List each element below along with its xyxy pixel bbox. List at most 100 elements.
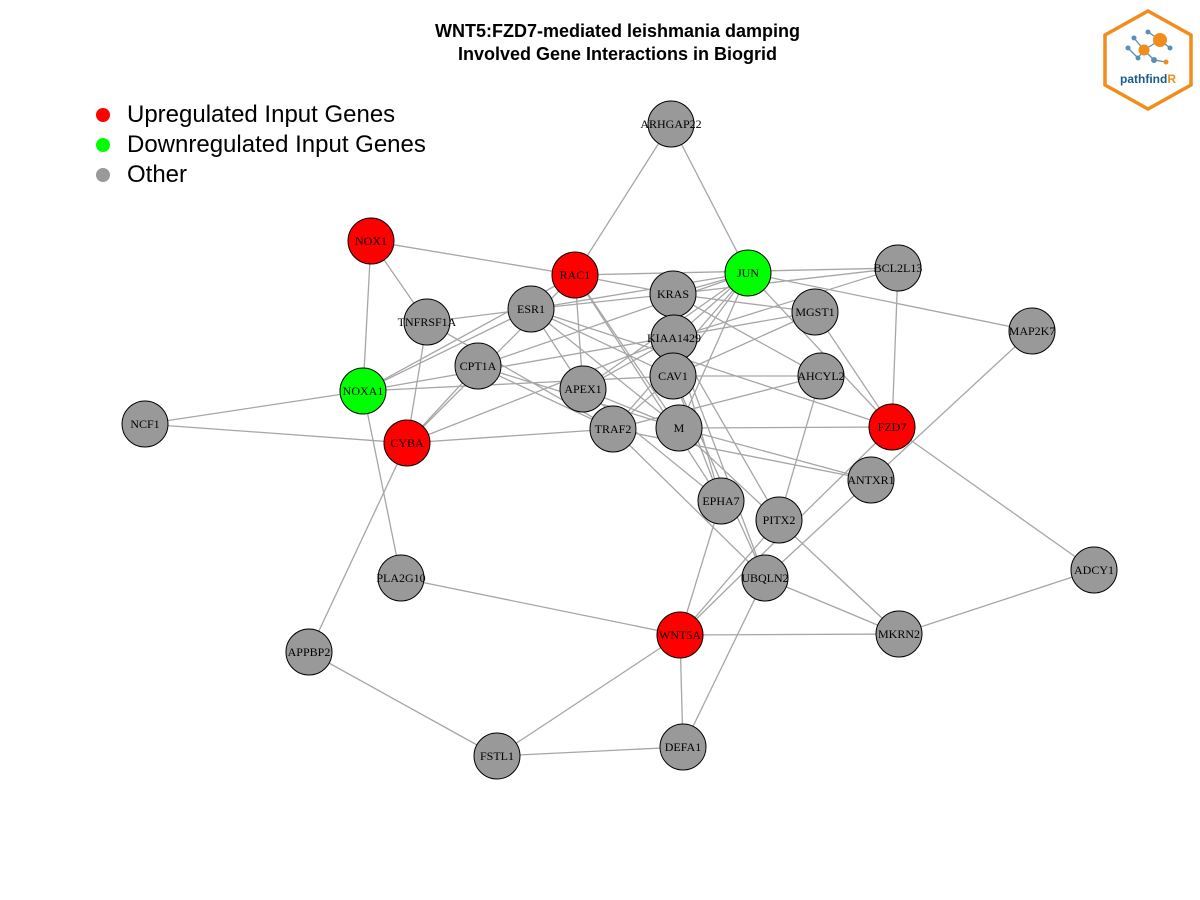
edge-traf2-cyba <box>406 428 614 444</box>
legend-dot-red <box>96 108 110 122</box>
node-label: BCL2L13 <box>874 261 923 275</box>
node-nox1[interactable]: NOX1 <box>347 217 395 265</box>
node-arhgap22[interactable]: ARHGAP22 <box>640 100 702 148</box>
node-pitx2[interactable]: PITX2 <box>755 496 803 544</box>
node-ncf1[interactable]: NCF1 <box>121 400 169 448</box>
legend-label: Downregulated Input Genes <box>127 131 426 158</box>
node-circle <box>741 554 789 602</box>
edge-arhgap22-jun <box>670 123 749 274</box>
edge-kras-mgst1 <box>672 293 816 313</box>
node-label: ANTXR1 <box>847 473 894 487</box>
node-m[interactable]: M <box>655 404 703 452</box>
node-mgst1[interactable]: MGST1 <box>791 288 839 336</box>
node-apex1[interactable]: APEX1 <box>559 365 607 413</box>
edge-esr1-m <box>530 308 680 429</box>
edge-mgst1-noxa1 <box>362 311 816 392</box>
node-label: KRAS <box>657 287 689 301</box>
edge-wnt5a-fstl1 <box>496 634 681 757</box>
node-ahcyl2[interactable]: AHCYL2 <box>797 352 845 400</box>
node-label: RAC1 <box>560 268 591 282</box>
node-label: AHCYL2 <box>797 369 844 383</box>
edge-rac1-m <box>574 274 680 429</box>
edge-m-antxr1 <box>678 427 872 481</box>
node-pla2g10[interactable]: PLA2G10 <box>376 554 426 602</box>
node-circle <box>1070 546 1118 594</box>
node-map2k7[interactable]: MAP2K7 <box>1008 307 1056 355</box>
node-circle <box>755 496 803 544</box>
node-wnt5a[interactable]: WNT5A <box>656 611 704 659</box>
node-kras[interactable]: KRAS <box>649 270 697 318</box>
node-circle <box>507 285 555 333</box>
node-label: WNT5A <box>659 628 701 642</box>
legend-dot-green <box>96 138 110 152</box>
node-epha7[interactable]: EPHA7 <box>697 477 745 525</box>
node-cpt1a[interactable]: CPT1A <box>454 342 502 390</box>
logo-network-nodes <box>1125 29 1173 65</box>
node-label: DEFA1 <box>665 740 701 754</box>
node-circle <box>724 249 772 297</box>
node-circle <box>655 404 703 452</box>
node-circle <box>697 477 745 525</box>
edge-traf2-antxr1 <box>612 428 872 481</box>
node-circle <box>285 628 333 676</box>
node-circle <box>1008 307 1056 355</box>
edge-esr1-noxa1 <box>362 308 532 392</box>
node-circle <box>347 217 395 265</box>
edge-bcl2l13-kras <box>672 267 899 295</box>
node-circle <box>875 610 923 658</box>
edge-mgst1-cav1 <box>672 311 816 377</box>
legend-item-upregulated: Upregulated Input Genes <box>96 100 426 130</box>
edge-kras-ahcyl2 <box>672 293 822 377</box>
node-label: CAV1 <box>658 369 688 383</box>
node-esr1[interactable]: ESR1 <box>507 285 555 333</box>
node-label: ADCY1 <box>1074 563 1114 577</box>
node-circle <box>473 732 521 780</box>
node-label: UBQLN2 <box>741 571 788 585</box>
legend: Upregulated Input Genes Downregulated In… <box>96 100 426 190</box>
node-cyba[interactable]: CYBA <box>383 419 431 467</box>
edge-bcl2l13-kiaa1429 <box>673 267 899 339</box>
node-label: FZD7 <box>878 420 907 434</box>
node-appbp2[interactable]: APPBP2 <box>285 628 333 676</box>
node-label: APPBP2 <box>288 645 331 659</box>
node-circle <box>659 723 707 771</box>
node-fzd7[interactable]: FZD7 <box>868 403 916 451</box>
node-tnfrsf1a[interactable]: TNFRSF1A <box>398 298 457 346</box>
node-noxa1[interactable]: NOXA1 <box>339 367 387 415</box>
edge-kiaa1429-cyba <box>406 337 675 444</box>
node-cav1[interactable]: CAV1 <box>649 352 697 400</box>
node-circle <box>383 419 431 467</box>
node-label: APEX1 <box>564 382 601 396</box>
node-circle <box>339 367 387 415</box>
edge-jun-m <box>678 272 749 429</box>
node-bcl2l13[interactable]: BCL2L13 <box>874 244 923 292</box>
edge-ubqln2-mkrn2 <box>764 577 900 635</box>
edge-antxr1-ubqln2 <box>764 479 872 579</box>
legend-item-other: Other <box>96 160 426 190</box>
edge-map2k7-antxr1 <box>870 330 1033 481</box>
node-jun[interactable]: JUN <box>724 249 772 297</box>
node-defa1[interactable]: DEFA1 <box>659 723 707 771</box>
edge-defa1-fstl1 <box>496 746 684 757</box>
node-adcy1[interactable]: ADCY1 <box>1070 546 1118 594</box>
legend-label: Upregulated Input Genes <box>127 101 396 128</box>
node-mkrn2[interactable]: MKRN2 <box>875 610 923 658</box>
node-label: NCF1 <box>130 417 159 431</box>
node-circle <box>589 405 637 453</box>
node-fstl1[interactable]: FSTL1 <box>473 732 521 780</box>
node-antxr1[interactable]: ANTXR1 <box>847 456 895 504</box>
edge-m-fzd7 <box>678 426 893 429</box>
edge-pitx2-wnt5a <box>679 519 780 636</box>
edge-noxa1-cav1 <box>362 375 674 392</box>
node-ubqln2[interactable]: UBQLN2 <box>741 554 789 602</box>
node-rac1[interactable]: RAC1 <box>551 251 599 299</box>
edge-appbp2-fstl1 <box>308 651 498 757</box>
edge-kras-esr1 <box>530 293 674 310</box>
node-circle <box>403 298 451 346</box>
node-label: EPHA7 <box>702 494 739 508</box>
node-traf2[interactable]: TRAF2 <box>589 405 637 453</box>
node-label: PLA2G10 <box>376 571 425 585</box>
edge-ahcyl2-traf2 <box>612 375 822 430</box>
node-circle <box>377 554 425 602</box>
node-label: JUN <box>737 266 759 280</box>
